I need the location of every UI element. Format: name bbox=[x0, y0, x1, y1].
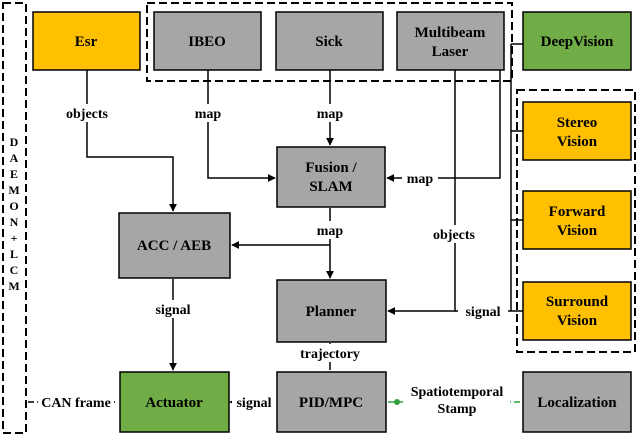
daemon-lcm-label: D A E M O N + L C M bbox=[8, 135, 19, 293]
svg-text:signal: signal bbox=[465, 305, 500, 320]
edge-label-laser-objects: objects bbox=[425, 225, 483, 243]
side-letter: C bbox=[10, 263, 19, 277]
svg-text:Vision: Vision bbox=[557, 313, 598, 329]
svg-text:Laser: Laser bbox=[432, 44, 469, 60]
laser-to-fusion-edge bbox=[386, 60, 501, 182]
node-esr: Esr bbox=[32, 11, 141, 71]
edge-label-fusion-map: map bbox=[312, 221, 348, 239]
esr-to-acc-edge bbox=[86, 70, 177, 212]
side-letter: N bbox=[10, 215, 19, 229]
svg-text:trajectory: trajectory bbox=[300, 347, 360, 362]
side-letter: E bbox=[10, 167, 18, 181]
side-letter: M bbox=[8, 183, 19, 197]
svg-text:Localization: Localization bbox=[537, 395, 617, 411]
edge-label-sick-map: map bbox=[312, 104, 348, 122]
stamp-endpoint-dot bbox=[394, 399, 400, 405]
svg-text:Stereo: Stereo bbox=[557, 115, 598, 131]
svg-text:Esr: Esr bbox=[75, 34, 98, 50]
edge-label-esr-objects: objects bbox=[58, 104, 116, 122]
svg-text:DeepVision: DeepVision bbox=[541, 34, 614, 50]
vision-sensor-group bbox=[516, 89, 636, 353]
node-surround-vision: Surround Vision bbox=[522, 281, 632, 341]
svg-text:PID/MPC: PID/MPC bbox=[299, 395, 363, 411]
svg-text:Vision: Vision bbox=[557, 134, 598, 150]
svg-text:Vision: Vision bbox=[557, 223, 598, 239]
svg-text:CAN frame: CAN frame bbox=[41, 396, 111, 411]
svg-text:map: map bbox=[317, 107, 344, 122]
svg-text:Stamp: Stamp bbox=[438, 402, 477, 417]
svg-text:Sick: Sick bbox=[315, 34, 343, 50]
edge-label-ibeo-map: map bbox=[190, 104, 226, 122]
laser-to-planner-edge bbox=[387, 70, 456, 315]
svg-text:SLAM: SLAM bbox=[309, 179, 352, 195]
node-deepvision: DeepVision bbox=[522, 11, 632, 71]
edge-label-laser-map: map bbox=[402, 170, 438, 188]
svg-text:Multibeam: Multibeam bbox=[415, 25, 486, 41]
node-ibeo: IBEO bbox=[153, 11, 262, 71]
node-actuator: Actuator bbox=[119, 371, 230, 433]
edge-label-spatiotemporal-stamp: Spatiotemporal Stamp bbox=[404, 383, 510, 419]
side-letter: L bbox=[10, 247, 18, 261]
edge-label-acc-signal: signal bbox=[149, 300, 197, 318]
svg-text:Spatiotemporal: Spatiotemporal bbox=[411, 385, 504, 400]
svg-text:Fusion /: Fusion / bbox=[305, 160, 357, 176]
svg-text:Actuator: Actuator bbox=[145, 395, 203, 411]
svg-text:Planner: Planner bbox=[306, 304, 357, 320]
side-letter: + bbox=[11, 231, 18, 245]
edge-label-pid-signal: signal bbox=[232, 394, 276, 412]
svg-text:Surround: Surround bbox=[546, 294, 609, 310]
svg-text:signal: signal bbox=[155, 303, 190, 318]
svg-text:map: map bbox=[195, 107, 222, 122]
node-fusion-slam: Fusion / SLAM bbox=[276, 146, 386, 208]
svg-text:objects: objects bbox=[433, 228, 476, 243]
node-multibeam-laser: Multibeam Laser bbox=[396, 11, 505, 71]
side-letter: M bbox=[8, 279, 19, 293]
ibeo-to-fusion-edge bbox=[207, 70, 276, 182]
node-pid-mpc: PID/MPC bbox=[276, 371, 387, 433]
edge-label-planner-trajectory: trajectory bbox=[290, 344, 370, 362]
svg-text:objects: objects bbox=[66, 107, 109, 122]
svg-text:signal: signal bbox=[236, 396, 271, 411]
node-stereo-vision: Stereo Vision bbox=[522, 101, 632, 161]
side-letter: D bbox=[10, 135, 19, 149]
svg-text:IBEO: IBEO bbox=[188, 34, 226, 50]
svg-text:map: map bbox=[407, 172, 434, 187]
daemon-lcm-frame bbox=[2, 2, 27, 434]
svg-text:map: map bbox=[317, 224, 344, 239]
edge-label-vision-signal: signal bbox=[458, 302, 508, 320]
node-planner: Planner bbox=[276, 279, 387, 343]
svg-text:Forward: Forward bbox=[549, 204, 606, 220]
node-localization: Localization bbox=[522, 371, 632, 433]
node-forward-vision: Forward Vision bbox=[522, 190, 632, 250]
node-acc-aeb: ACC / AEB bbox=[118, 212, 231, 279]
node-sick: Sick bbox=[275, 11, 384, 71]
edge-label-can-frame: CAN frame bbox=[38, 394, 114, 412]
svg-text:ACC / AEB: ACC / AEB bbox=[137, 238, 211, 254]
side-letter: O bbox=[9, 199, 18, 213]
side-letter: A bbox=[10, 151, 19, 165]
